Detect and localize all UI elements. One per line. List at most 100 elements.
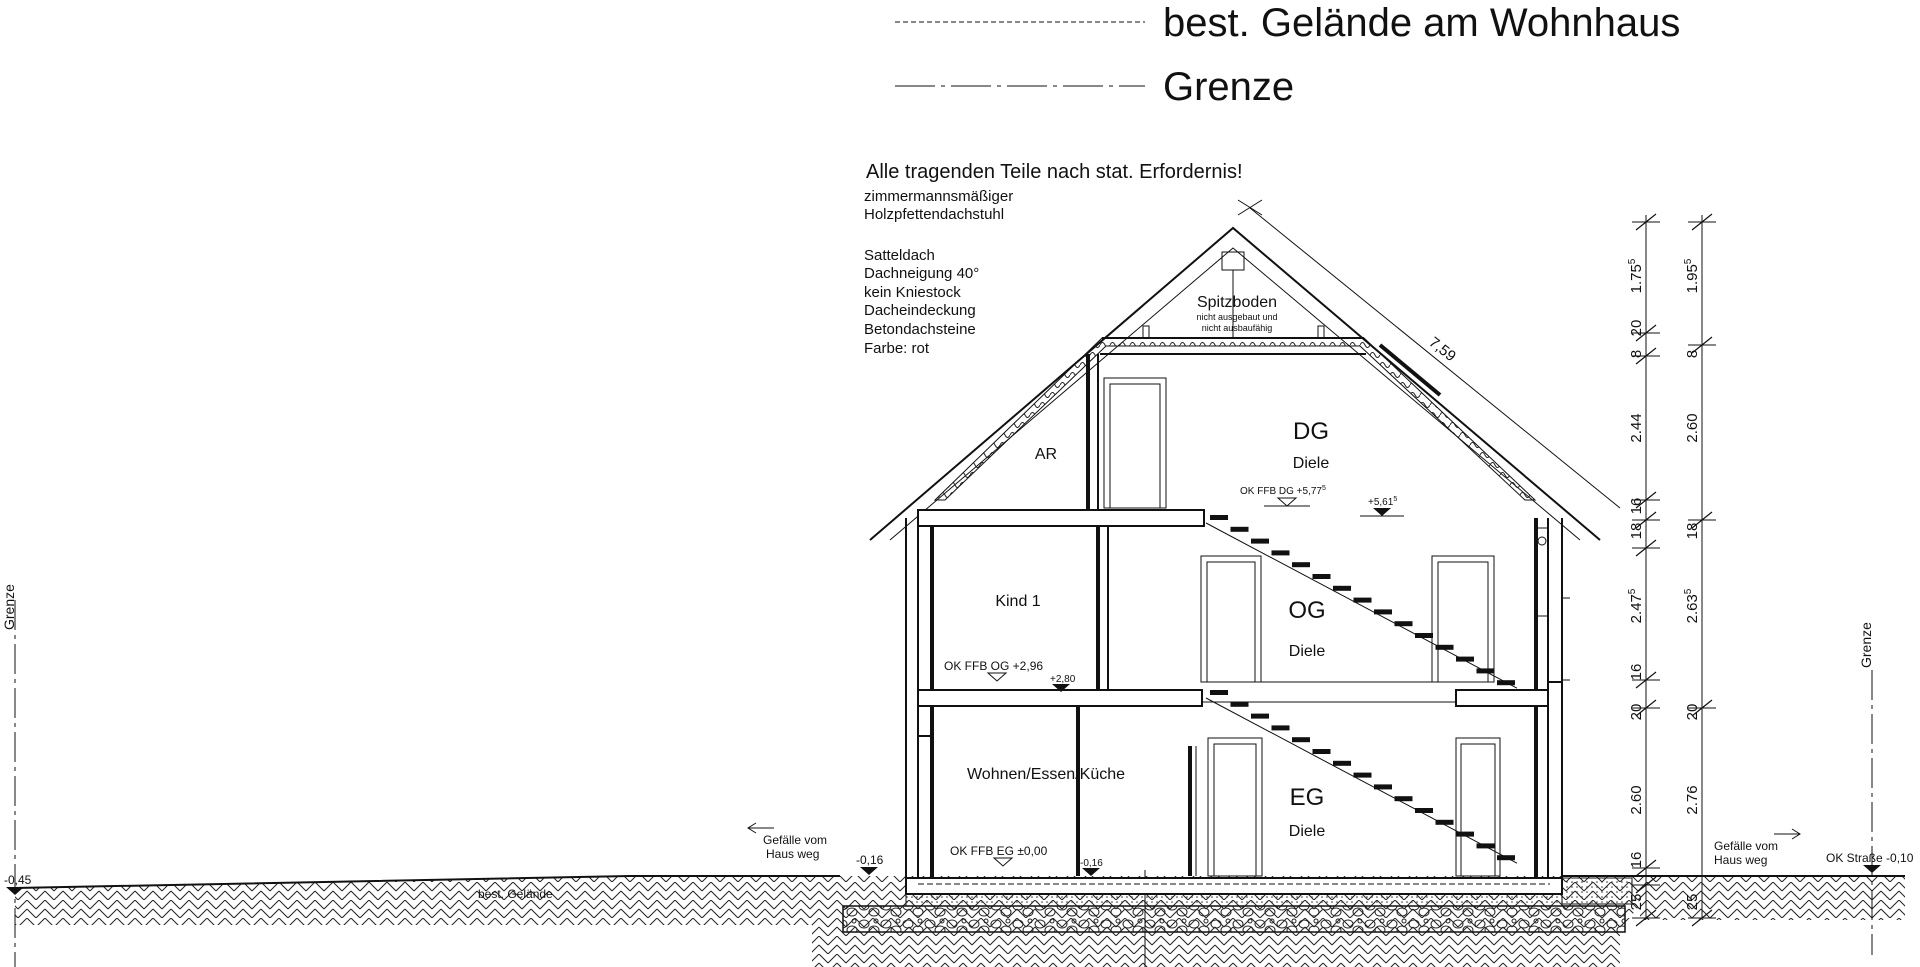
stair-step	[1374, 784, 1392, 790]
room-eg: EG	[1290, 784, 1325, 811]
roof-length-label: 7,59	[1426, 334, 1459, 365]
slab-dg	[917, 509, 1205, 527]
dimension-label: 8	[1628, 350, 1645, 358]
room-dg-sub: Diele	[1293, 455, 1330, 472]
slope-left-1: Gefälle vom	[763, 833, 827, 847]
dimension-label: 16	[1628, 498, 1645, 515]
level-ffb-og: OK FFB OG +2,96	[944, 659, 1043, 673]
dimension-label: 2.635	[1683, 588, 1701, 623]
level-rohbau-dg: +5,615	[1368, 496, 1397, 508]
slope-right-1: Gefälle vom	[1714, 839, 1778, 853]
dimension-label: 2.475	[1627, 588, 1645, 623]
note-roof-spec-2: Dachneigung 40°	[864, 265, 979, 282]
stair-step	[1476, 668, 1495, 674]
boundary-right-label: Grenze	[1858, 622, 1874, 668]
note-roof-spec-5: Betondachsteine	[864, 321, 976, 338]
level-eg-minus: -0,16	[1080, 858, 1103, 869]
stair-step	[1271, 725, 1290, 731]
notes: Alle tragenden Teile nach stat. Erforder…	[864, 161, 1243, 357]
stair-step	[1456, 656, 1474, 662]
level-rohbau-og: +2,80	[1050, 674, 1076, 685]
room-living: Wohnen/Essen/Küche	[967, 766, 1125, 783]
dimension-label: 1.955	[1683, 258, 1701, 293]
attic-note-2: nicht ausbaufähig	[1202, 323, 1273, 333]
boundary-left-label: Grenze	[1, 584, 17, 630]
dimension-label: 20	[1628, 320, 1645, 337]
dimension-chain-outer: 1.955 8 2.60 18 2.635 20 2.76 25	[1683, 213, 1716, 927]
note-main: Alle tragenden Teile nach stat. Erforder…	[866, 161, 1243, 183]
door-og-right	[1431, 555, 1495, 683]
stair-step	[1456, 831, 1474, 837]
slope-left-2: Haus weg	[766, 847, 819, 861]
stair-step	[1476, 843, 1495, 849]
stair-step	[1251, 713, 1269, 719]
dimension-label: 8	[1684, 350, 1701, 358]
dimension-label: 16	[1628, 852, 1645, 869]
dimension-label: 2.44	[1628, 413, 1645, 442]
room-kind1: Kind 1	[995, 593, 1040, 610]
roof-dimension-line	[1249, 207, 1621, 509]
stair-step	[1333, 760, 1351, 766]
dimension-label: 1.755	[1627, 258, 1645, 293]
house: 7,59 Spitzboden nicht ausgebaut und nich…	[869, 199, 1621, 907]
legend-terrain-label: best. Gelände am Wohnhaus	[1163, 1, 1680, 45]
level-terrain-house: -0,16	[856, 853, 884, 867]
stair-step	[1394, 621, 1413, 627]
stair-step	[1271, 550, 1290, 556]
room-dg: DG	[1293, 418, 1329, 445]
dimension-label: 25	[1628, 894, 1645, 911]
dimension-label: 2.60	[1684, 413, 1701, 442]
stair-step	[1230, 701, 1249, 707]
legend: best. Gelände am Wohnhaus Grenze	[895, 1, 1680, 109]
stair-step	[1230, 526, 1249, 532]
door-eg-left	[1207, 737, 1263, 877]
stair-step	[1210, 515, 1228, 520]
stair-step	[1394, 796, 1413, 802]
dimension-label: 2.76	[1684, 785, 1701, 814]
dimension-label: 16	[1628, 664, 1645, 681]
level-terrain-left: -0,45	[4, 873, 32, 887]
stair-upper	[1205, 515, 1518, 689]
attic-note-1: nicht ausgebaut und	[1196, 312, 1277, 322]
slab-og-right	[1455, 689, 1549, 707]
stair-lower	[1205, 690, 1518, 864]
note-roof-spec-1: Satteldach	[864, 247, 935, 264]
stair-step	[1333, 585, 1351, 591]
stair-step	[1312, 749, 1331, 754]
ground-label: best. Gelände	[478, 887, 553, 901]
level-ffb-eg: OK FFB EG ±0,00	[950, 844, 1048, 858]
stair-step	[1210, 690, 1228, 695]
level-street: OK Straße -0,10	[1826, 851, 1914, 865]
stair-step	[1353, 772, 1372, 778]
dimension-label: 2.60	[1628, 785, 1645, 814]
slab-og-left	[917, 689, 1203, 707]
dimension-label: 18	[1628, 523, 1645, 540]
stair-step	[1415, 633, 1433, 638]
stair-step	[1374, 609, 1392, 615]
stair-step	[1292, 737, 1310, 743]
dimension-label: 20	[1628, 704, 1645, 721]
roof-outline	[869, 226, 1601, 541]
door-og-left	[1200, 555, 1262, 683]
room-og-sub: Diele	[1289, 643, 1326, 660]
dimension-label: 20	[1684, 704, 1701, 721]
stair-step	[1312, 574, 1331, 579]
attic-title: Spitzboden	[1197, 294, 1277, 311]
door-eg-right	[1455, 737, 1501, 877]
stair-step	[1435, 819, 1454, 825]
dimension-chain-inner: 1.755 20 8 2.44 16 18 2.475 16 20 2.60 16 25	[1627, 213, 1660, 927]
dimension-label: 18	[1684, 523, 1701, 540]
note-roof-spec-6: Farbe: rot	[864, 340, 930, 357]
outside-levels: -0,45 -0,16 OK Straße -0,10 Gefälle vom …	[4, 822, 1914, 895]
legend-boundary-label: Grenze	[1163, 65, 1294, 109]
stair-step	[1292, 562, 1310, 568]
room-ar: AR	[1035, 446, 1057, 463]
dimension-label: 25	[1684, 894, 1701, 911]
note-roof-spec-4: Dacheindeckung	[864, 302, 976, 319]
slope-right-2: Haus weg	[1714, 853, 1767, 867]
note-roof-structure-2: Holzpfettendachstuhl	[864, 206, 1004, 223]
room-og: OG	[1288, 597, 1325, 624]
stair-step	[1415, 808, 1433, 813]
slab-eg	[905, 877, 1563, 895]
